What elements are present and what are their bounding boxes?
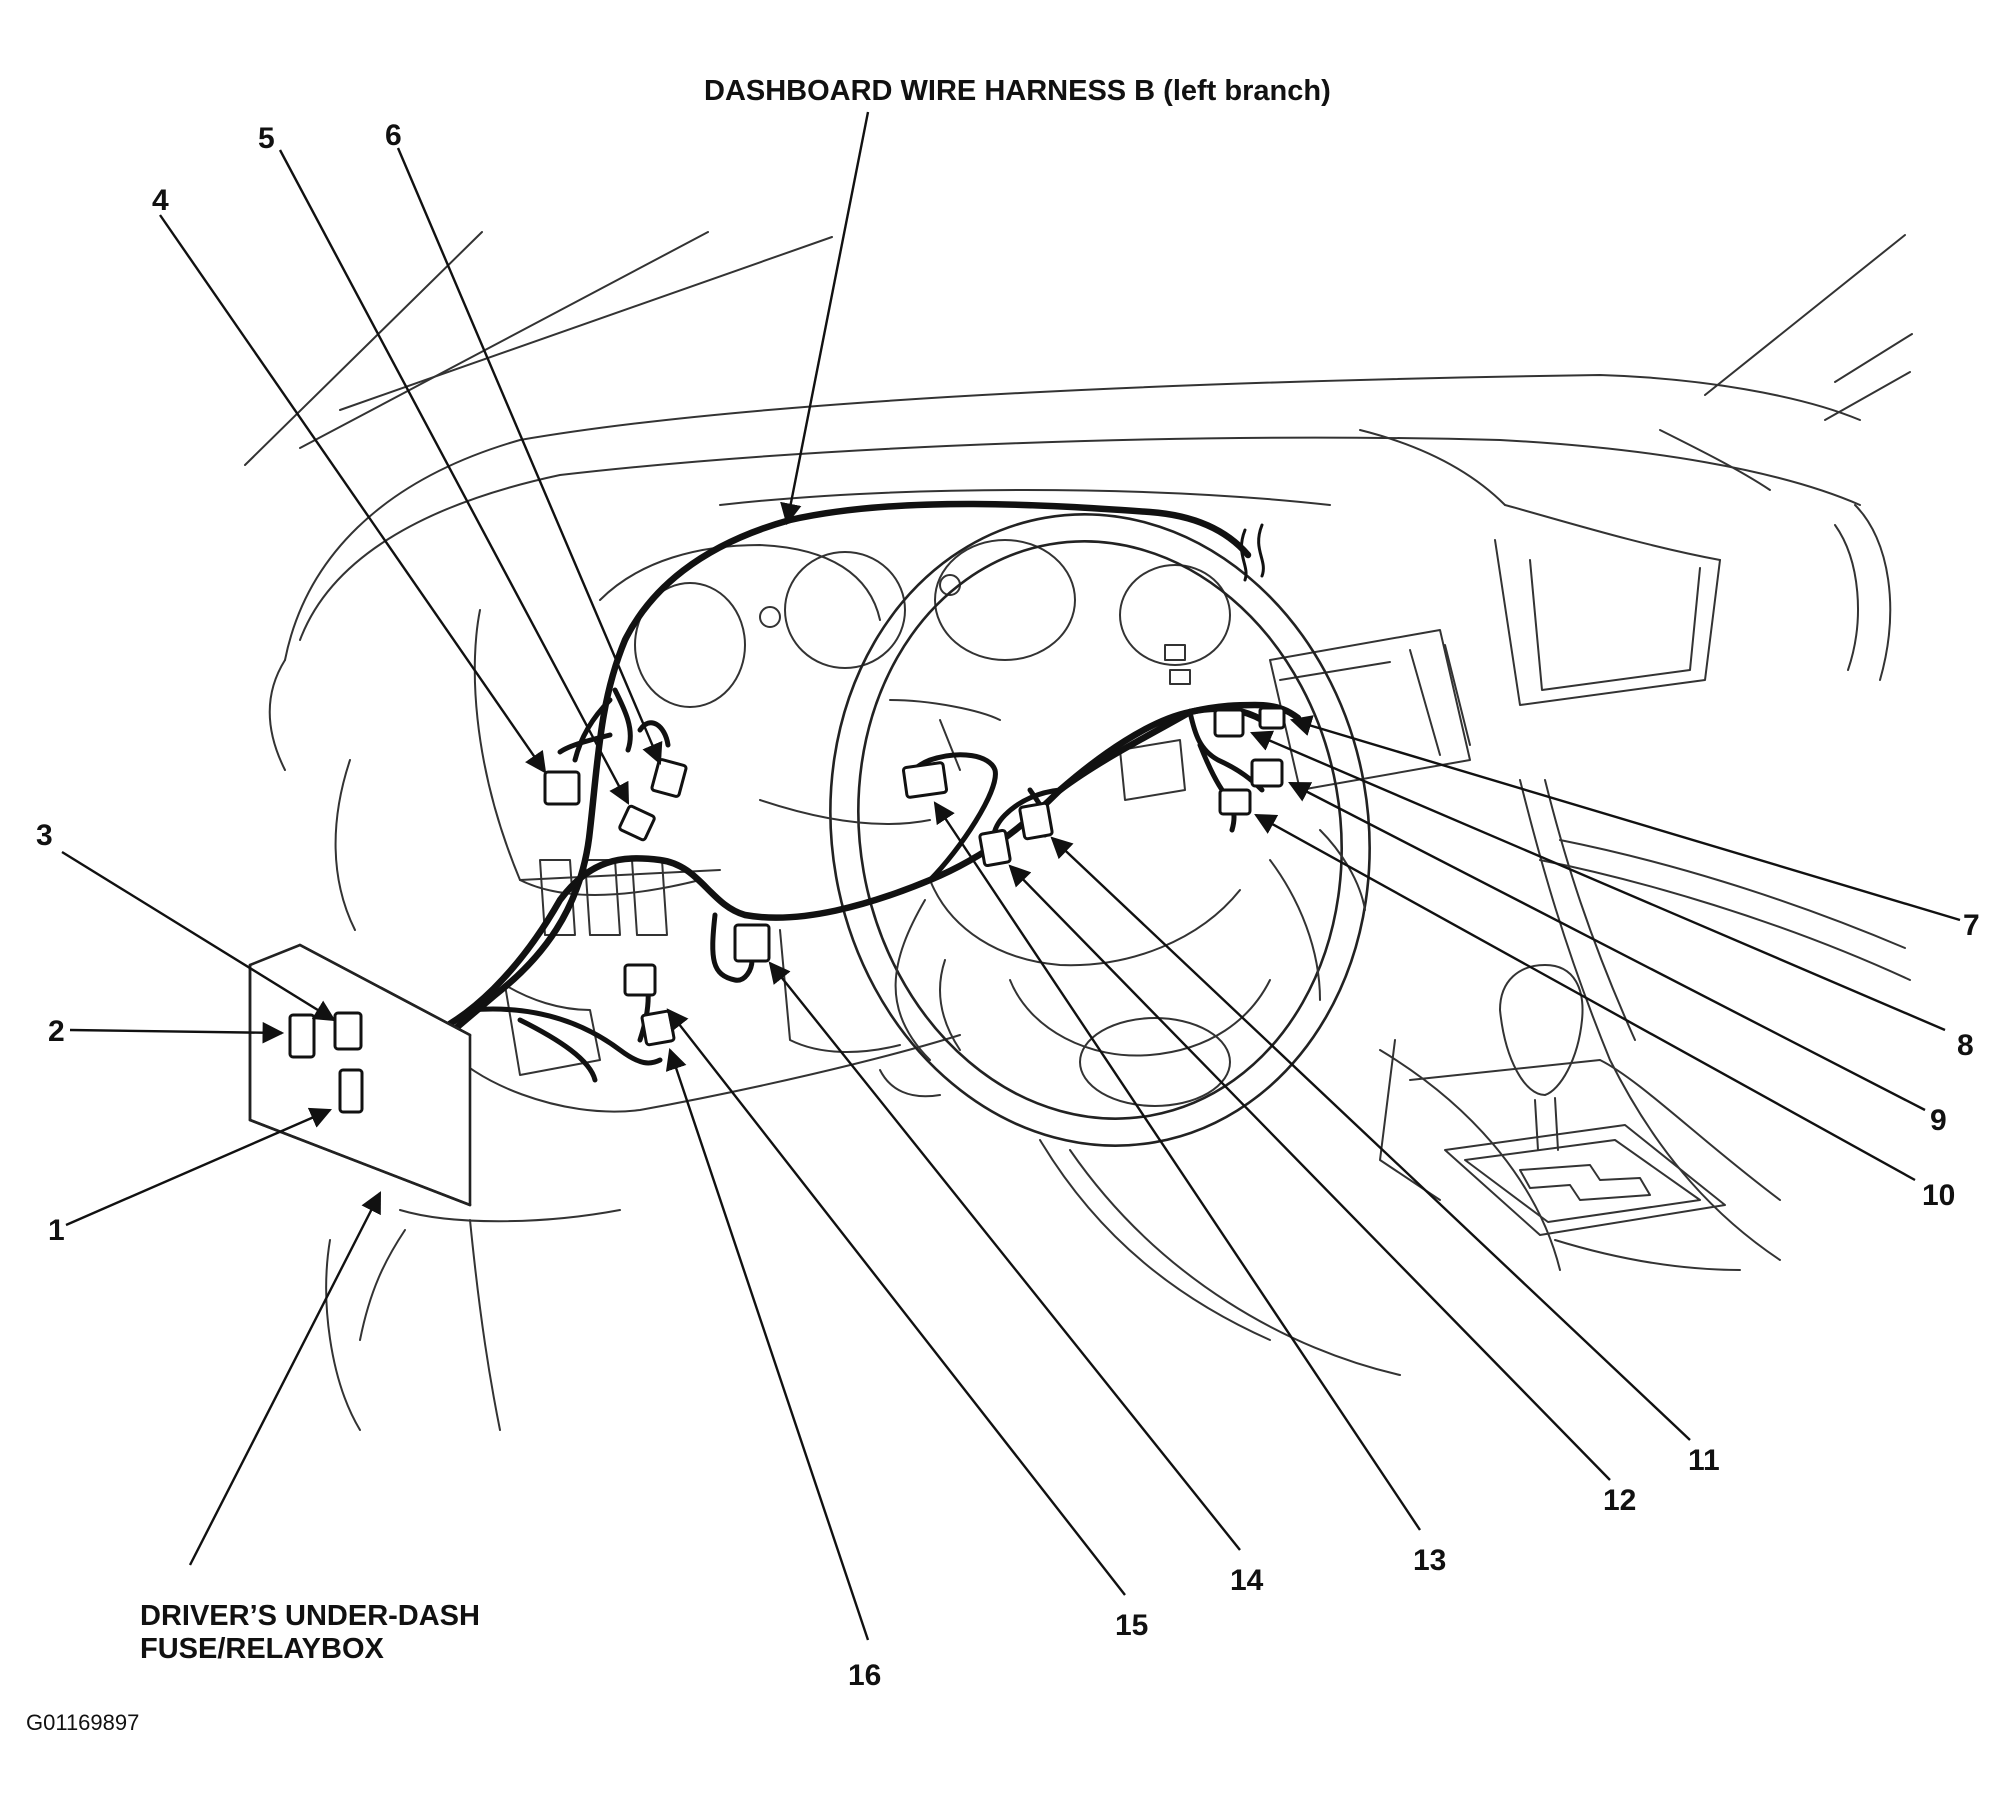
callout-16: 16 — [848, 1659, 881, 1692]
connector-12 — [978, 828, 1012, 868]
callout-4: 4 — [152, 184, 169, 217]
connector-14 — [733, 923, 771, 963]
callout-6: 6 — [385, 119, 402, 152]
connector-6 — [650, 758, 688, 798]
connector-9 — [1250, 758, 1284, 788]
callout-15: 15 — [1115, 1609, 1148, 1642]
callout-14: 14 — [1230, 1564, 1264, 1597]
connector-15 — [623, 963, 657, 997]
callout-3: 3 — [36, 819, 53, 852]
callout-12: 12 — [1603, 1484, 1636, 1517]
connector-3 — [333, 1011, 363, 1051]
fusebox-label-line1: DRIVER’S UNDER-DASH — [140, 1600, 480, 1632]
callout-1: 1 — [48, 1214, 65, 1247]
callout-11: 11 — [1688, 1444, 1720, 1477]
connector-8 — [1213, 708, 1245, 738]
callout-10: 10 — [1922, 1179, 1955, 1212]
harness-title: DASHBOARD WIRE HARNESS B (left branch) — [704, 75, 1331, 107]
figure-id: G01169897 — [26, 1710, 139, 1735]
callout-2: 2 — [48, 1015, 65, 1048]
callout-8: 8 — [1957, 1029, 1974, 1062]
connector-2 — [288, 1013, 316, 1059]
callout-leaders — [61, 111, 1961, 1641]
connector-16 — [640, 1009, 676, 1047]
callout-numbers: 1 2 3 4 5 6 7 8 9 10 11 12 13 14 15 16 — [36, 119, 1980, 1692]
connector-13 — [901, 761, 949, 799]
callout-13: 13 — [1413, 1544, 1446, 1577]
connector-4 — [543, 770, 581, 806]
fusebox-label-line2: FUSE/RELAYBOX — [140, 1633, 385, 1665]
connector-10 — [1218, 788, 1252, 816]
connector-5 — [618, 804, 656, 842]
connector-11 — [1018, 801, 1054, 841]
callout-5: 5 — [258, 122, 275, 155]
connector-1 — [338, 1068, 364, 1114]
callout-7: 7 — [1963, 909, 1980, 942]
connector-7 — [1258, 706, 1286, 730]
callout-9: 9 — [1930, 1104, 1947, 1137]
connectors — [288, 706, 1286, 1114]
